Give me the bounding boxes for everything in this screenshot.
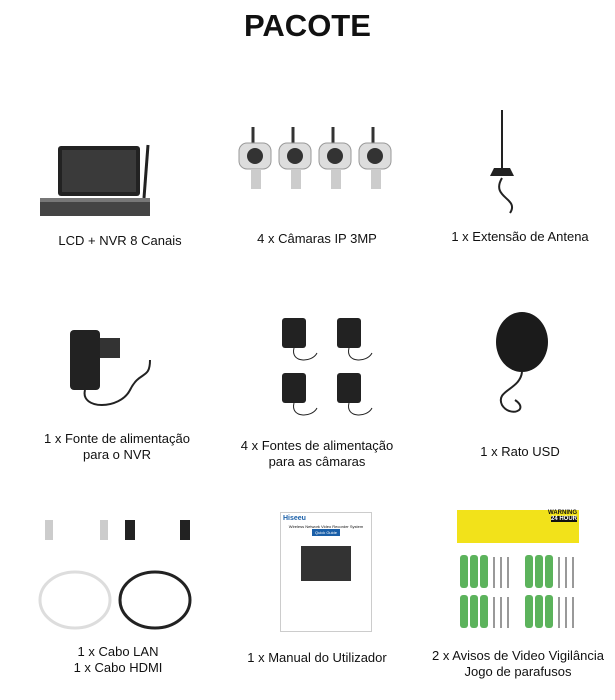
sign-sub: 24 HOUR xyxy=(550,516,577,522)
sign-label: WARNING xyxy=(548,510,577,516)
antenna-image xyxy=(490,110,514,214)
usb-mouse-image xyxy=(496,312,548,413)
caption-line: 2 x Avisos de Video Vigilância xyxy=(431,648,604,663)
caption-nvr: LCD + NVR 8 Canais xyxy=(58,233,182,248)
manual-brand: Hiseeu xyxy=(283,515,306,522)
camera-power-adapters-image xyxy=(281,317,373,416)
caption-manual: 1 x Manual do Utilizador xyxy=(247,650,387,665)
caption-line: 1 x Cabo HDMI xyxy=(73,660,163,675)
nvr-power-adapter-image xyxy=(70,330,151,406)
lan-hdmi-cables-image xyxy=(38,520,192,630)
warning-sticker xyxy=(457,510,517,543)
caption-antenna: 1 x Extensão de Antena xyxy=(451,229,589,244)
manual-badge: Quick Guide xyxy=(311,529,340,536)
caption-cameras: 4 x Câmaras IP 3MP xyxy=(257,231,377,246)
manual-heading: Wireless Network Video Recorder System xyxy=(288,524,364,529)
screws-anchors-image xyxy=(459,555,574,629)
caption-line: 1 x Fonte de alimentação xyxy=(44,431,190,446)
caption-line: 1 x Cabo LAN xyxy=(77,644,159,659)
caption-line: Jogo de parafusos xyxy=(464,664,572,679)
page-title: PACOTE xyxy=(244,8,371,43)
nvr-lcd-image xyxy=(40,144,150,216)
caption-line: para as câmaras xyxy=(268,454,366,469)
user-manual-image: Hiseeu Wireless Network Video Recorder S… xyxy=(280,512,372,632)
ip-cameras-image xyxy=(238,125,393,191)
caption-line: para o NVR xyxy=(83,447,151,462)
caption-mouse: 1 x Rato USD xyxy=(480,444,560,459)
caption-line: 4 x Fontes de alimentação xyxy=(240,438,394,453)
